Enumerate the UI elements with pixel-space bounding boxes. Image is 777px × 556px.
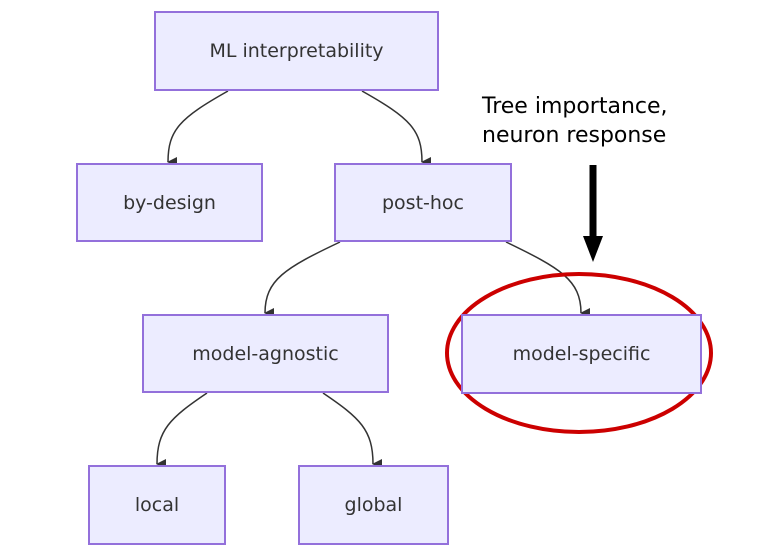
- node-by-design: by-design: [76, 163, 263, 242]
- edge-post-hoc-model-agnostic: [264, 241, 341, 319]
- highlight-ellipse: [445, 272, 713, 434]
- annotation-arrow-head: [583, 236, 603, 262]
- node-label: ML interpretability: [209, 40, 384, 62]
- node-local: local: [88, 465, 226, 545]
- node-label: global: [344, 494, 403, 516]
- node-label: local: [134, 494, 180, 516]
- node-ml-interpretability: ML interpretability: [154, 11, 439, 91]
- node-label: model-agnostic: [192, 342, 339, 365]
- edge-root-post-hoc: [361, 90, 432, 167]
- annotation-line-2: neuron response: [482, 123, 667, 148]
- node-model-agnostic: model-agnostic: [142, 314, 389, 393]
- annotation-line-1: Tree importance,: [482, 94, 668, 119]
- edge-agnostic-global: [322, 392, 383, 469]
- edge-agnostic-local: [156, 392, 208, 470]
- node-label: model-specific: [512, 343, 651, 365]
- node-post-hoc: post-hoc: [334, 163, 512, 242]
- edge-root-by-design: [167, 90, 229, 168]
- node-model-specific: model-specific: [461, 314, 702, 394]
- node-global: global: [298, 465, 449, 545]
- annotation-text: Tree importance, neuron response: [482, 92, 668, 150]
- node-label: post-hoc: [381, 191, 464, 214]
- node-label: by-design: [123, 191, 216, 214]
